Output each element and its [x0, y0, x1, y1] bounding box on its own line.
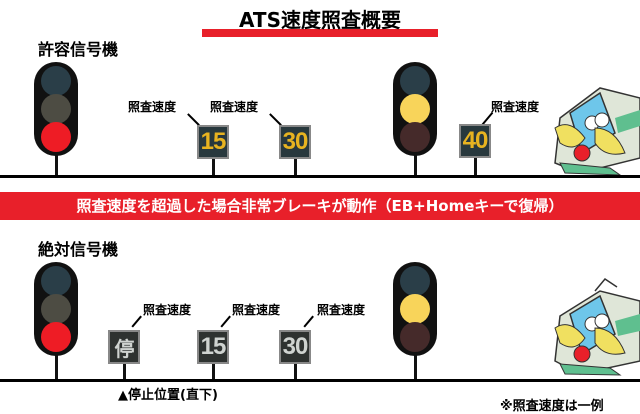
check-speed-label: 照査速度 [210, 100, 259, 114]
leader-line [220, 315, 231, 328]
speed-sign-15: 15 [197, 330, 229, 364]
signal-red [34, 62, 78, 156]
title-underline [202, 29, 438, 37]
signal-red [34, 262, 78, 356]
check-speed-label: 照査速度 [491, 100, 540, 114]
signal-pole [414, 350, 417, 380]
sign-pole [212, 362, 215, 380]
check-speed-label: 照査速度 [317, 303, 366, 317]
track-rail [0, 175, 640, 178]
signal-pole [414, 150, 417, 176]
signal-yellow [393, 262, 437, 356]
absolute-signal-heading: 絶対信号機 [38, 240, 119, 259]
signal-pole [55, 150, 58, 176]
emergency-brake-banner: 照査速度を超過した場合非常ブレーキが動作（EB+Homeキーで復帰） [0, 192, 640, 220]
train-character-illustration [554, 278, 640, 376]
signal-pole [55, 350, 58, 380]
speed-sign-15: 15 [197, 125, 229, 159]
footnote: ※照査速度は一例 [500, 399, 604, 414]
leader-line [187, 113, 200, 126]
page-title: ATS速度照査概要 [239, 8, 401, 32]
leader-line [303, 315, 314, 328]
leader-line [131, 315, 142, 328]
signal-yellow [393, 62, 437, 156]
sign-pole [294, 362, 297, 380]
stop-sign: 停 [108, 330, 140, 364]
sign-pole [294, 158, 297, 176]
speed-sign-30: 30 [279, 125, 311, 159]
sign-pole [474, 156, 477, 176]
stop-position-note: ▲停止位置(直下) [118, 388, 218, 403]
sign-pole [212, 158, 215, 176]
check-speed-label: 照査速度 [128, 100, 177, 114]
permissive-signal-heading: 許容信号機 [38, 40, 119, 59]
sign-pole [123, 362, 126, 380]
track-rail [0, 379, 640, 382]
train-character-illustration [554, 87, 640, 176]
speed-sign-40: 40 [459, 124, 491, 158]
check-speed-label: 照査速度 [232, 303, 281, 317]
leader-line [269, 113, 282, 126]
check-speed-label: 照査速度 [143, 303, 192, 317]
speed-sign-30: 30 [279, 330, 311, 364]
